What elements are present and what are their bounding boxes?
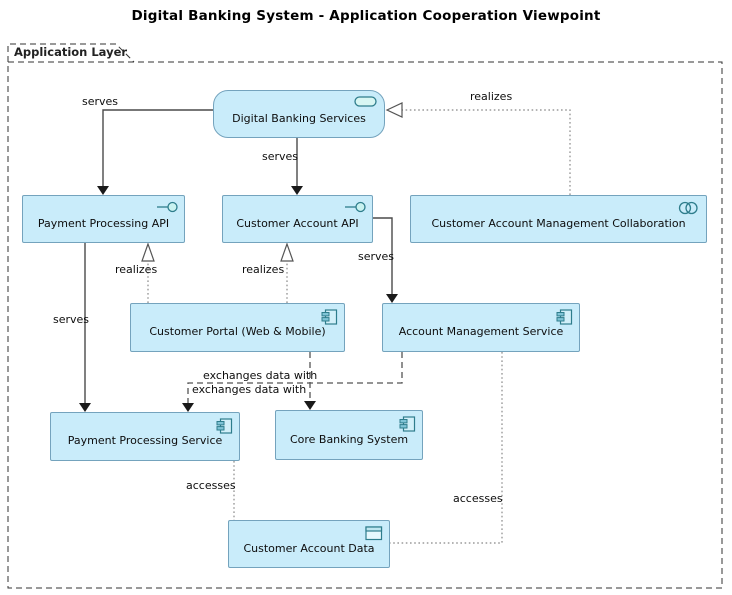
edge-realizes-portal-to-payment-processing-api[interactable]: [141, 242, 155, 303]
edge-label-serves: serves: [262, 150, 299, 163]
node-digital-banking-services[interactable]: Digital Banking Services: [213, 90, 385, 138]
application-service-icon: [354, 96, 377, 107]
edge-label-exchanges-data-with: exchanges data with: [203, 369, 318, 382]
edge-serves-dbs-to-payment-processing-api[interactable]: [97, 109, 213, 195]
node-label: Customer Account Management Collaboratio…: [431, 216, 686, 230]
component-icon: [321, 309, 338, 325]
application-interface-icon: [345, 201, 366, 213]
data-object-icon: [365, 526, 383, 541]
edge-flow-portal-to-core-banking-system[interactable]: [304, 352, 316, 410]
edge-label-accesses: accesses: [186, 479, 236, 492]
diagram-title: Digital Banking System - Application Coo…: [131, 8, 601, 24]
node-label: Payment Processing Service: [67, 434, 223, 447]
edge-accesses-ams-to-customer-account-data[interactable]: [390, 352, 503, 544]
node-label: Payment Processing API: [37, 216, 170, 230]
edge-label-realizes: realizes: [115, 263, 158, 276]
application-interface-icon: [157, 201, 178, 213]
application-layer-label: Application Layer: [14, 45, 128, 59]
node-payment-processing-service[interactable]: Payment Processing Service: [50, 412, 240, 461]
edge-label-accesses: accesses: [453, 492, 503, 505]
edge-label-serves: serves: [53, 313, 90, 326]
node-label: Digital Banking Services: [232, 111, 366, 125]
collaboration-icon: [678, 201, 698, 215]
node-customer-account-data[interactable]: Customer Account Data: [228, 520, 390, 568]
node-label: Customer Account Data: [243, 541, 375, 555]
node-customer-portal[interactable]: Customer Portal (Web & Mobile): [130, 303, 345, 352]
component-icon: [216, 418, 233, 434]
node-core-banking-system[interactable]: Core Banking System: [275, 410, 423, 460]
edge-label-serves: serves: [358, 250, 395, 263]
node-label: Core Banking System: [289, 432, 409, 446]
edge-label-exchanges-data-with: exchanges data with: [192, 383, 307, 396]
component-icon: [399, 416, 416, 432]
edge-label-realizes: realizes: [470, 90, 513, 103]
edge-serves-customer-account-api-to-ams[interactable]: [373, 217, 398, 303]
node-customer-account-management-collaboration[interactable]: Customer Account Management Collaboratio…: [410, 195, 707, 243]
edge-label-serves: serves: [82, 95, 119, 108]
edge-flow-ams-to-payment-processing-service[interactable]: [182, 352, 403, 412]
application-layer-group-border: [7, 43, 723, 589]
component-icon: [556, 309, 573, 325]
node-label: Customer Account API: [236, 216, 359, 230]
edge-label-realizes: realizes: [242, 263, 285, 276]
node-label: Account Management Service: [398, 325, 564, 338]
node-account-management-service[interactable]: Account Management Service: [382, 303, 580, 352]
edge-realizes-collaboration-to-dbs[interactable]: [385, 102, 571, 195]
edge-serves-payment-processing-api-to-pps[interactable]: [79, 243, 91, 412]
node-customer-account-api[interactable]: Customer Account API: [222, 195, 373, 243]
node-label: Customer Portal (Web & Mobile): [149, 325, 326, 338]
edge-realizes-portal-to-customer-account-api[interactable]: [280, 242, 294, 303]
edge-serves-dbs-to-customer-account-api[interactable]: [291, 138, 303, 195]
node-payment-processing-api[interactable]: Payment Processing API: [22, 195, 185, 243]
